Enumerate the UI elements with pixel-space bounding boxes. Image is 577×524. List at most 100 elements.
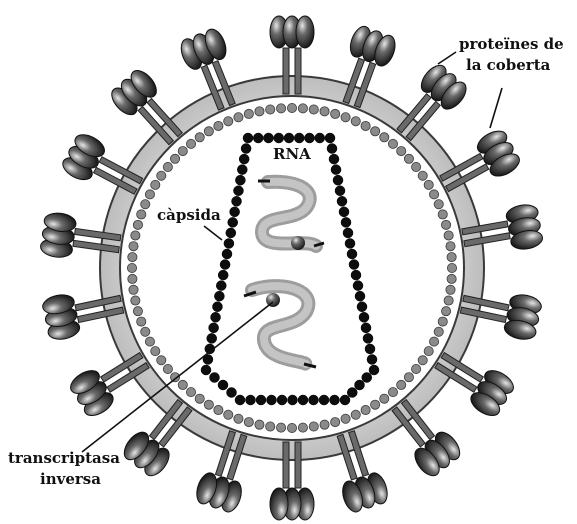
matrix-bead <box>351 410 360 419</box>
matrix-bead <box>438 317 447 326</box>
matrix-bead <box>137 210 146 219</box>
capsid-bead <box>325 133 335 143</box>
matrix-bead <box>266 105 275 114</box>
capsid-bead <box>239 154 249 164</box>
matrix-bead <box>447 274 456 283</box>
capsid-bead <box>264 133 274 143</box>
capsid-bead <box>207 333 217 343</box>
matrix-bead <box>298 104 307 113</box>
matrix-bead <box>434 200 443 209</box>
capsid-bead <box>201 365 211 375</box>
matrix-bead <box>234 414 243 423</box>
capsid-bead <box>355 291 365 301</box>
capsid-bead <box>357 302 367 312</box>
matrix-bead <box>151 180 160 189</box>
matrix-bead <box>244 417 253 426</box>
matrix-bead <box>361 121 370 130</box>
capsid-bead <box>343 228 353 238</box>
leader-coat-proteins-2 <box>490 88 502 128</box>
capsid-bead <box>256 395 266 405</box>
matrix-bead <box>234 113 243 122</box>
matrix-bead <box>418 171 427 180</box>
matrix-bead <box>441 220 450 229</box>
capsid-bead <box>246 395 256 405</box>
capsid-bead <box>335 186 345 196</box>
capsid-bead <box>369 365 379 375</box>
capsid-bead <box>365 344 375 354</box>
matrix-bead <box>133 307 142 316</box>
capsid-bead <box>333 175 343 185</box>
capsid-bead <box>228 217 238 227</box>
label-coat-proteins: proteïnes de <box>459 35 564 53</box>
matrix-bead <box>163 162 172 171</box>
matrix-bead <box>255 420 264 429</box>
capsid-bead <box>355 380 365 390</box>
capsid-bead <box>235 395 245 405</box>
capsid-bead <box>232 196 242 206</box>
label-reverse-transcriptase: transcriptasa <box>8 449 120 467</box>
matrix-bead <box>371 127 380 136</box>
matrix-bead <box>129 242 138 251</box>
matrix-bead <box>151 347 160 356</box>
capsid-bead <box>361 323 371 333</box>
matrix-bead <box>341 113 350 122</box>
capsid-bead <box>353 281 363 291</box>
matrix-bead <box>128 274 137 283</box>
capsid-bead <box>230 207 240 217</box>
matrix-bead <box>178 380 187 389</box>
capsid-bead <box>330 395 340 405</box>
matrix-bead <box>444 231 453 240</box>
matrix-bead <box>186 388 195 397</box>
capsid-bead <box>209 323 219 333</box>
matrix-bead <box>178 146 187 155</box>
matrix-bead <box>424 347 433 356</box>
capsid-bead <box>237 165 247 175</box>
matrix-bead <box>224 117 233 126</box>
matrix-bead <box>131 231 140 240</box>
capsid-bead <box>339 207 349 217</box>
matrix-bead <box>438 210 447 219</box>
matrix-bead <box>361 405 370 414</box>
capsid-bead <box>351 270 361 280</box>
matrix-bead <box>214 405 223 414</box>
label-capsid: càpsida <box>157 206 221 224</box>
matrix-bead <box>309 422 318 431</box>
matrix-bead <box>141 327 150 336</box>
matrix-bead <box>163 364 172 373</box>
label-coat-proteins-line2: la coberta <box>466 56 551 74</box>
capsid-bead <box>349 260 359 270</box>
matrix-bead <box>214 121 223 130</box>
capsid-bead <box>331 165 341 175</box>
matrix-bead <box>397 380 406 389</box>
matrix-bead <box>255 107 264 116</box>
capsid-bead <box>226 228 236 238</box>
matrix-bead <box>127 263 136 272</box>
capsid-bead <box>241 144 251 154</box>
capsid-bead <box>347 249 357 259</box>
capsid-bead <box>294 133 304 143</box>
matrix-bead <box>447 252 456 261</box>
matrix-bead <box>320 420 329 429</box>
matrix-bead <box>331 417 340 426</box>
matrix-bead <box>388 139 397 148</box>
matrix-bead <box>320 107 329 116</box>
matrix-bead <box>412 162 421 171</box>
matrix-bead <box>276 423 285 432</box>
matrix-bead <box>418 356 427 365</box>
matrix-bead <box>380 133 389 142</box>
matrix-bead <box>128 252 137 261</box>
matrix-bead <box>404 154 413 163</box>
matrix-bead <box>131 296 140 305</box>
matrix-bead <box>341 414 350 423</box>
leader-coat-proteins-1 <box>438 52 456 64</box>
matrix-bead <box>446 242 455 251</box>
capsid-bead <box>267 395 277 405</box>
matrix-bead <box>186 139 195 148</box>
matrix-bead <box>244 109 253 118</box>
matrix-bead <box>309 105 318 114</box>
matrix-bead <box>141 200 150 209</box>
capsid-bead <box>277 395 287 405</box>
capsid-bead <box>227 388 237 398</box>
capsid-bead <box>210 373 220 383</box>
